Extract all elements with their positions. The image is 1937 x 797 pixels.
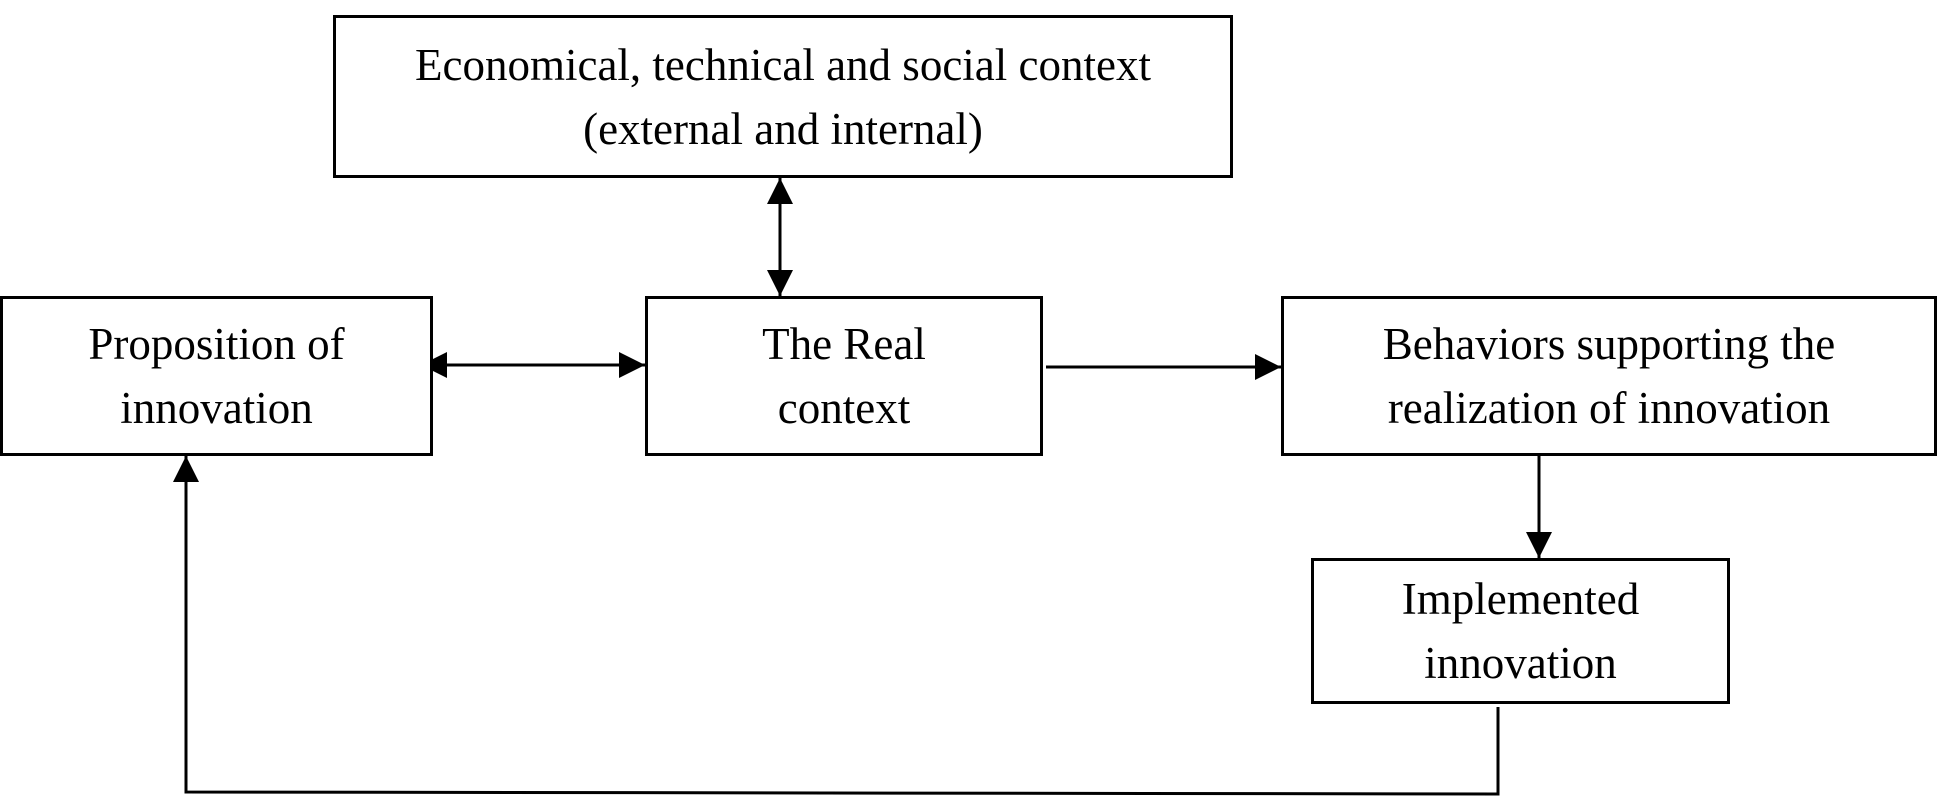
- real-context-node: The Real context: [645, 296, 1043, 456]
- proposition-node-line1: Proposition of: [88, 319, 345, 369]
- real-context-node-line2: context: [777, 383, 911, 433]
- implemented-node: Implemented innovation: [1311, 558, 1730, 704]
- proposition-node: Proposition of innovation: [0, 296, 433, 456]
- implemented-node-line1: Implemented: [1401, 574, 1640, 624]
- behaviors-node-line2: realization of innovation: [1387, 383, 1831, 433]
- proposition-node-line2: innovation: [120, 383, 313, 433]
- behaviors-node: Behaviors supporting the realization of …: [1281, 296, 1937, 456]
- behaviors-node-line1: Behaviors supporting the: [1382, 319, 1836, 369]
- implemented-node-line2: innovation: [1424, 638, 1617, 688]
- context-node-line1: Economical, technical and social context: [415, 39, 1151, 90]
- context-node: Economical, technical and social context…: [333, 15, 1233, 178]
- edge-implemented-proposition: [173, 456, 1500, 796]
- real-context-node-line1: The Real: [762, 319, 926, 369]
- context-node-line2: (external and internal): [583, 103, 983, 154]
